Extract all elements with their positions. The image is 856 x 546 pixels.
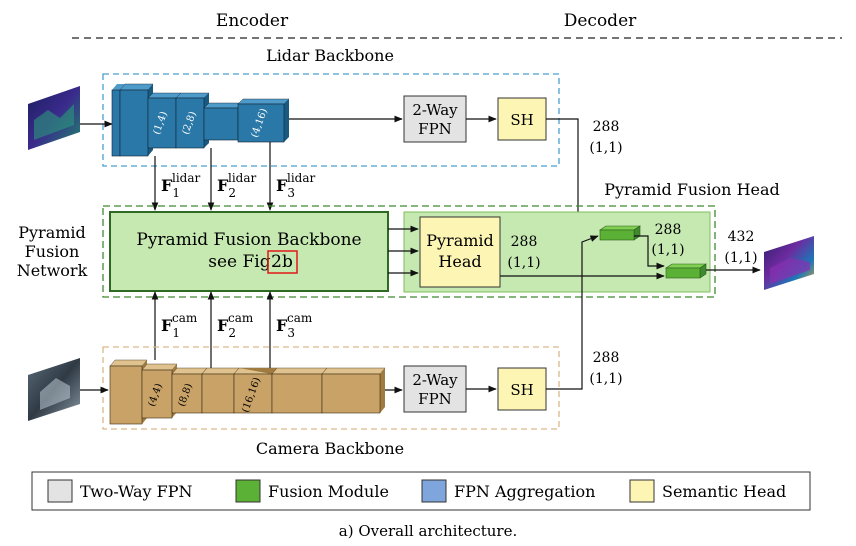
legend-label-fusion-module: Fusion Module xyxy=(268,482,389,501)
lidar-out-scale: (1,1) xyxy=(589,140,622,156)
fm-out-scale: (1,1) xyxy=(651,242,684,258)
f2-cam-label: F2cam xyxy=(217,311,254,340)
camera-2way-fpn xyxy=(403,365,467,413)
camera-semantic-head xyxy=(497,367,547,411)
fm1-to-fm2-line xyxy=(634,235,665,270)
lidar-fpn-label-1: 2-Way xyxy=(412,101,458,119)
ph-label-1: Pyramid xyxy=(426,231,494,250)
lidar-input-image xyxy=(28,86,80,150)
lidar-sh-label: SH xyxy=(510,111,533,129)
legend-label-two-way-fpn: Two-Way FPN xyxy=(80,482,193,501)
lidar-encoder-blocks xyxy=(111,83,290,157)
pfb-line-2: see Fig. xyxy=(208,252,276,272)
f2-lidar-label: F2lidar xyxy=(217,171,257,200)
legend-label-semantic-head: Semantic Head xyxy=(662,482,786,501)
lidar-semantic-head xyxy=(497,97,547,141)
final-out-channels: 432 xyxy=(728,229,755,245)
pyramid-head xyxy=(419,216,501,288)
legend-swatch-semantic-head xyxy=(629,479,655,503)
pfn-label-1: Pyramid xyxy=(18,223,86,242)
decoder-label: Decoder xyxy=(564,11,637,31)
ph-out-channels: 288 xyxy=(511,234,538,250)
cam-out-scale: (1,1) xyxy=(589,371,622,387)
legend-swatch-two-way-fpn xyxy=(47,479,73,503)
fm-out-channels: 288 xyxy=(655,222,682,238)
figure-caption: a) Overall architecture. xyxy=(339,522,517,540)
lidar-backbone-title: Lidar Backbone xyxy=(266,46,394,65)
cam-out-channels: 288 xyxy=(593,350,620,366)
cam-sh-label: SH xyxy=(510,381,533,399)
f1-lidar-label: F1lidar xyxy=(161,171,201,200)
legend-swatch-fpn-aggregation xyxy=(421,479,447,503)
ph-out-scale: (1,1) xyxy=(507,255,540,271)
legend-label-fpn-aggregation: FPN Aggregation xyxy=(454,482,595,501)
pfn-label-3: Network xyxy=(17,261,88,280)
pfn-label-2: Fusion xyxy=(25,242,80,261)
f1-cam-label: F1cam xyxy=(161,311,198,340)
lidar-2way-fpn xyxy=(403,95,467,143)
fig-ref-link[interactable]: 2b xyxy=(271,252,293,272)
lidar-fpn-label-2: FPN xyxy=(418,120,452,138)
fusion-module-2 xyxy=(665,263,707,279)
legend-box xyxy=(31,471,811,511)
camera-backbone-title: Camera Backbone xyxy=(256,439,404,458)
f3-lidar-label: F3lidar xyxy=(276,171,316,200)
cam-fpn-label-2: FPN xyxy=(418,390,452,408)
lidar-backbone-box xyxy=(102,73,560,167)
pfb-line-1: Pyramid Fusion Backbone xyxy=(136,230,361,250)
cam-fpn-label-1: 2-Way xyxy=(412,371,458,389)
f3-cam-label: F3cam xyxy=(276,311,313,340)
camera-encoder-blocks xyxy=(109,359,386,425)
lidar-out-channels: 288 xyxy=(593,119,620,135)
fig-ref-box[interactable] xyxy=(267,250,298,274)
legend-swatch-fusion-module xyxy=(235,479,261,503)
cam-sh-to-fusion-line xyxy=(546,235,599,390)
ph-label-2: Head xyxy=(438,252,481,271)
final-out-scale: (1,1) xyxy=(724,250,757,266)
pfh-title: Pyramid Fusion Head xyxy=(604,180,780,199)
output-segmentation-image xyxy=(764,236,814,290)
camera-input-image xyxy=(28,358,80,421)
fusion-module-1 xyxy=(599,225,641,241)
encoder-label: Encoder xyxy=(216,11,289,31)
